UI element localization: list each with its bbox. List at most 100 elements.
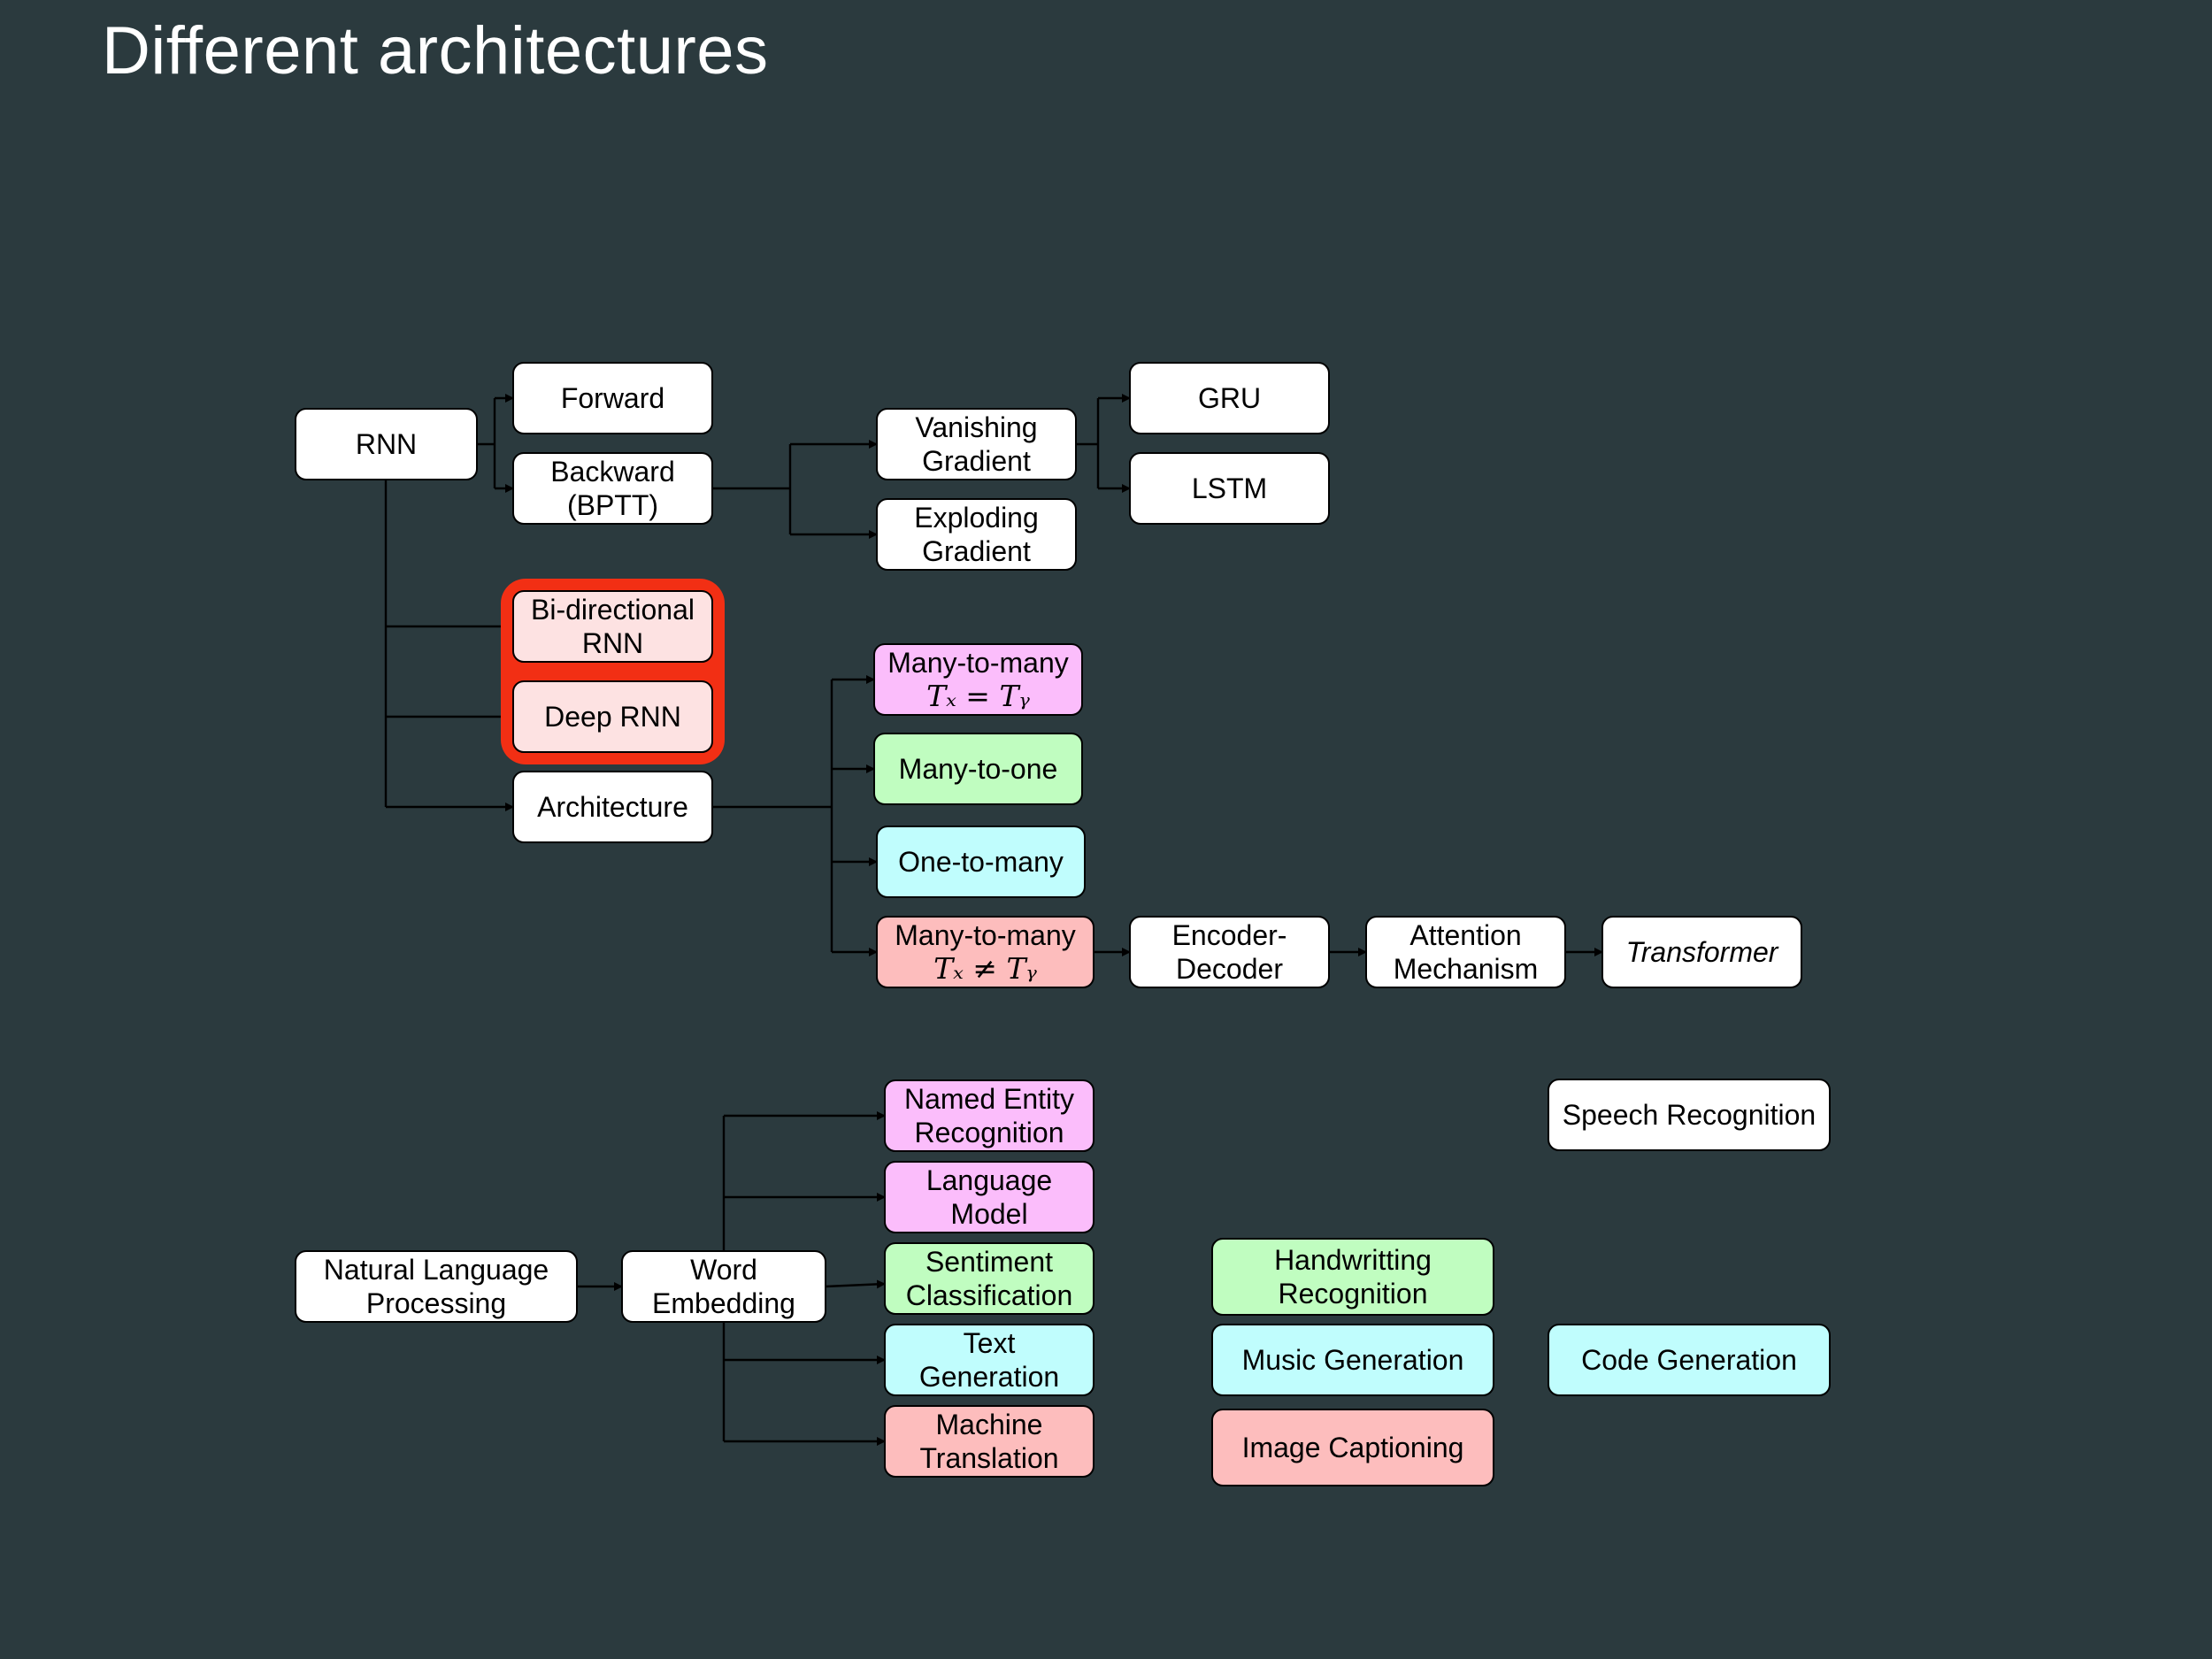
- node-imgcap: Image Captioning: [1211, 1409, 1494, 1486]
- node-box: [884, 1161, 1094, 1233]
- node-box: [512, 452, 713, 525]
- node-transformer: Transformer: [1601, 916, 1802, 988]
- node-backward: Backward(BPTT): [512, 452, 713, 525]
- node-label: Bi-directional: [531, 594, 695, 626]
- node-label: Music Generation: [1242, 1344, 1464, 1376]
- node-label: Backward: [550, 456, 675, 488]
- node-label: Language: [926, 1164, 1052, 1196]
- node-label: Handwritting: [1274, 1244, 1432, 1276]
- node-math-label: Tₓ ≠ Tᵧ: [933, 951, 1037, 986]
- node-label: (BPTT): [567, 489, 658, 521]
- node-box: [884, 1079, 1094, 1152]
- node-box: [1129, 916, 1330, 988]
- node-label: Many-to-one: [899, 753, 1058, 785]
- node-o2m: One-to-many: [876, 826, 1086, 898]
- node-codegen: Code Generation: [1548, 1324, 1831, 1396]
- node-label: Encoder-: [1172, 919, 1287, 951]
- node-label: Machine: [936, 1409, 1043, 1440]
- node-label: Sentiment: [926, 1246, 1053, 1278]
- node-math-label: Tₓ = Tᵧ: [926, 679, 1030, 713]
- node-box: [1211, 1324, 1494, 1396]
- node-label: Architecture: [537, 791, 688, 823]
- node-label: Gradient: [922, 445, 1031, 477]
- node-label: Mechanism: [1394, 953, 1539, 985]
- node-music: Music Generation: [1211, 1324, 1494, 1396]
- node-encdec: Encoder-Decoder: [1129, 916, 1330, 988]
- node-box: [873, 643, 1083, 716]
- node-label: Exploding: [914, 502, 1039, 534]
- node-label: LSTM: [1192, 472, 1267, 504]
- connector-line: [825, 1279, 886, 1289]
- node-label: Gradient: [922, 535, 1031, 567]
- diagram-nodes: RNNForwardBackward(BPTT)VanishingGradien…: [295, 362, 1831, 1486]
- node-box: [1548, 1324, 1831, 1396]
- node-label: Many-to-many: [887, 647, 1069, 679]
- node-label: Deep RNN: [544, 701, 681, 733]
- node-label: Generation: [919, 1361, 1059, 1393]
- node-label: RNN: [356, 428, 417, 460]
- node-label: Recognition: [915, 1117, 1064, 1148]
- node-label: Decoder: [1176, 953, 1283, 985]
- node-box: [512, 680, 713, 753]
- slide-title: Different architectures: [102, 13, 769, 88]
- node-label: Attention: [1409, 919, 1521, 951]
- node-box: [1601, 916, 1802, 988]
- node-box: [876, 498, 1077, 571]
- node-box: [876, 916, 1094, 988]
- node-box: [1129, 362, 1330, 434]
- node-lstm: LSTM: [1129, 452, 1330, 525]
- node-box: [873, 733, 1083, 805]
- node-box: [876, 826, 1086, 898]
- node-label: Natural Language: [324, 1254, 549, 1286]
- node-label: Image Captioning: [1242, 1432, 1464, 1463]
- node-label: GRU: [1198, 382, 1261, 414]
- node-box: [1211, 1238, 1494, 1316]
- node-label: Forward: [561, 382, 664, 414]
- node-label: Processing: [366, 1287, 506, 1319]
- node-label: One-to-many: [898, 846, 1064, 878]
- node-label: Word: [690, 1254, 757, 1286]
- node-box: [295, 1250, 578, 1323]
- node-box: [512, 362, 713, 434]
- node-box: [621, 1250, 826, 1323]
- node-label: Recognition: [1279, 1278, 1428, 1310]
- node-label: Translation: [919, 1442, 1058, 1474]
- node-box: [512, 771, 713, 843]
- node-m2o: Many-to-one: [873, 733, 1083, 805]
- diagram-connectors: [384, 394, 1603, 1446]
- node-gru: GRU: [1129, 362, 1330, 434]
- node-deep: Deep RNN: [512, 680, 713, 753]
- node-speech: Speech Recognition: [1548, 1079, 1831, 1151]
- node-label: Speech Recognition: [1563, 1099, 1816, 1131]
- node-box: [295, 408, 478, 480]
- node-label: Transformer: [1626, 936, 1779, 968]
- node-rnn: RNN: [295, 408, 478, 480]
- node-architecture: Architecture: [512, 771, 713, 843]
- node-label: Vanishing: [915, 411, 1037, 443]
- node-box: [1548, 1079, 1831, 1151]
- node-box: [1211, 1409, 1494, 1486]
- node-label: Model: [950, 1198, 1027, 1230]
- node-box: [512, 590, 713, 663]
- node-label: Classification: [906, 1279, 1073, 1311]
- node-forward: Forward: [512, 362, 713, 434]
- node-label: Embedding: [652, 1287, 795, 1319]
- node-box: [884, 1324, 1094, 1396]
- node-label: Named Entity: [904, 1083, 1074, 1115]
- node-box: [884, 1405, 1094, 1478]
